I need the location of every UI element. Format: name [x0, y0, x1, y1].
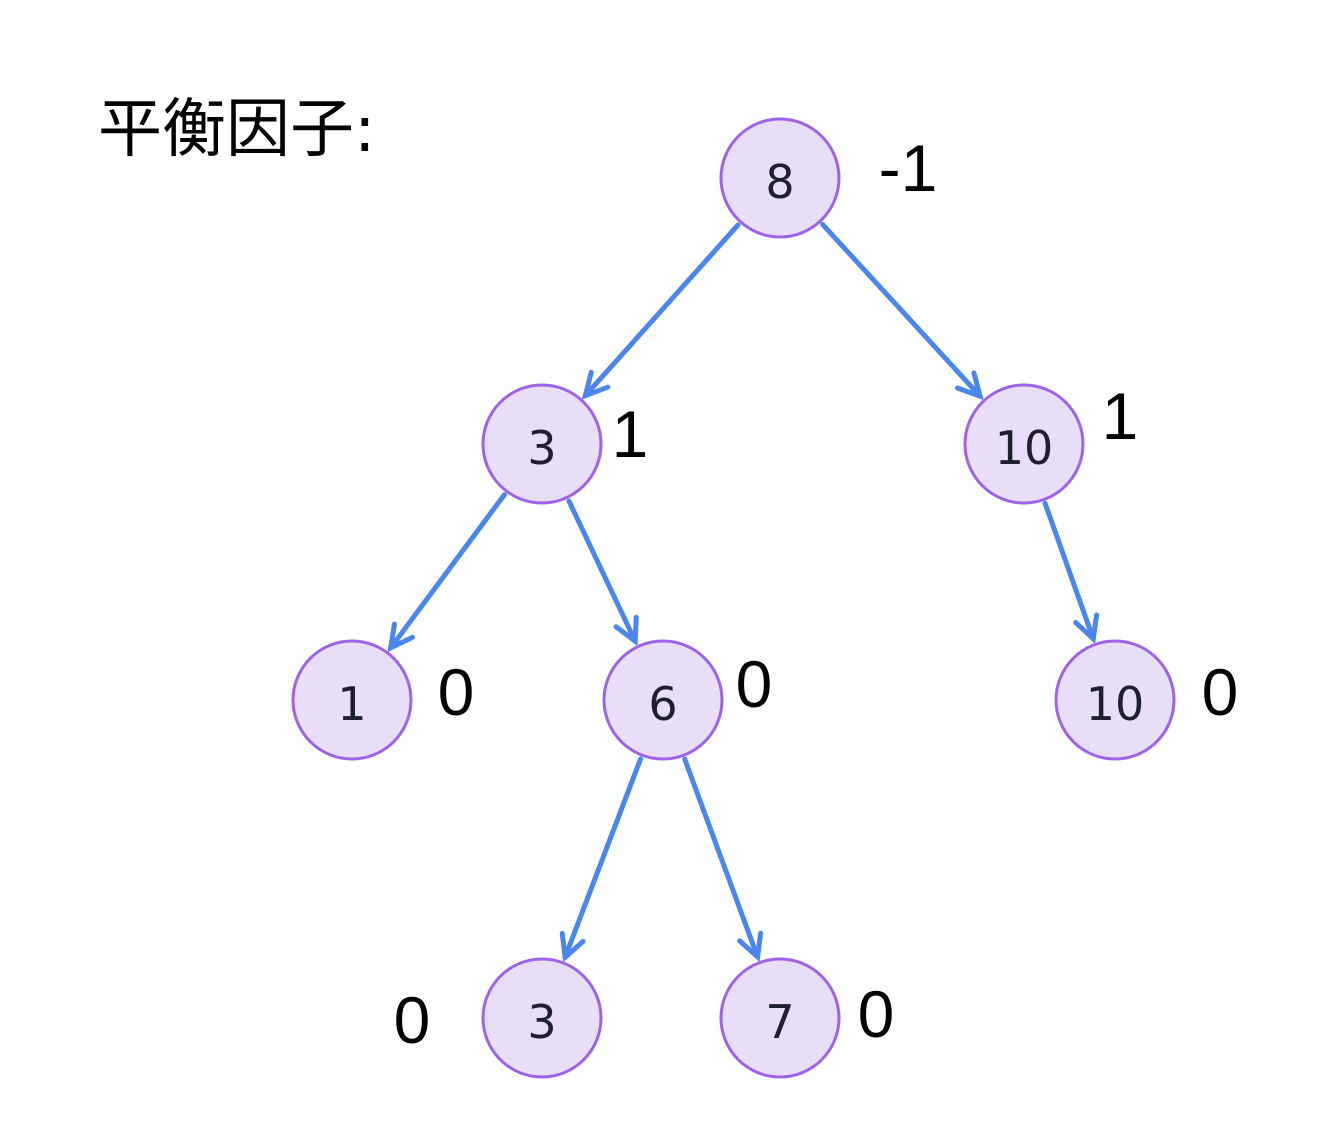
- node-circle: [963, 383, 1085, 505]
- balance-factor-label: 1: [1102, 379, 1139, 453]
- node-circle: [291, 639, 413, 761]
- node-value: 3: [527, 995, 556, 1049]
- edge-line: [562, 756, 644, 960]
- node-value: 10: [995, 421, 1054, 475]
- tree-node-n10b: 10: [1054, 639, 1176, 761]
- balance-factor-label: 1: [612, 397, 649, 471]
- edge-n3-to-n1: [387, 492, 507, 653]
- balance-factor-label: -1: [879, 131, 938, 205]
- tree-node-n7: 7: [719, 957, 841, 1079]
- arrowhead: [1073, 612, 1100, 644]
- edges-layer: [387, 221, 1100, 963]
- arrowhead: [954, 370, 984, 401]
- node-value: 1: [337, 677, 366, 731]
- edge-n3-to-n6: [566, 498, 639, 647]
- balance-factor-label: 0: [438, 655, 475, 729]
- diagram-title: 平衡因子:: [98, 93, 376, 167]
- balance-factor-label: 0: [1202, 655, 1239, 729]
- arrowhead: [737, 930, 764, 963]
- edge-line: [682, 756, 761, 960]
- edge-n10a-to-n10b: [1042, 500, 1100, 644]
- tree-node-n10a: 10: [963, 383, 1085, 505]
- tree-node-n1: 1: [291, 639, 413, 761]
- edge-line: [1042, 500, 1096, 642]
- balance-factor-label: 0: [858, 977, 895, 1051]
- tree-node-n3b: 3: [481, 957, 603, 1079]
- node-circle: [602, 639, 724, 761]
- arrowhead: [581, 369, 611, 400]
- tree-node-n8: 8: [719, 117, 841, 239]
- node-circle: [1054, 639, 1176, 761]
- arrowhead: [613, 614, 639, 647]
- edge-n6-to-n3b: [559, 756, 644, 963]
- node-value: 3: [527, 421, 556, 475]
- balance-factor-label: 0: [394, 983, 431, 1057]
- tree-node-n6: 6: [602, 639, 724, 761]
- edge-line: [820, 221, 983, 399]
- node-circle: [719, 117, 841, 239]
- edge-n8-to-n3: [581, 222, 741, 400]
- tree-node-n3: 3: [481, 383, 603, 505]
- node-circle: [481, 957, 603, 1079]
- arrowhead: [559, 930, 586, 963]
- balance-factor-label: 0: [736, 647, 773, 721]
- node-value: 10: [1086, 677, 1145, 731]
- edge-line: [566, 498, 638, 644]
- edge-n8-to-n10a: [820, 221, 984, 401]
- edge-line: [582, 222, 741, 399]
- node-value: 7: [765, 995, 794, 1049]
- node-value: 6: [648, 677, 677, 731]
- arrowhead: [387, 621, 415, 653]
- edge-n6-to-n7: [682, 756, 764, 963]
- edge-line: [388, 492, 507, 651]
- node-circle: [719, 957, 841, 1079]
- node-value: 8: [765, 155, 794, 209]
- node-circle: [481, 383, 603, 505]
